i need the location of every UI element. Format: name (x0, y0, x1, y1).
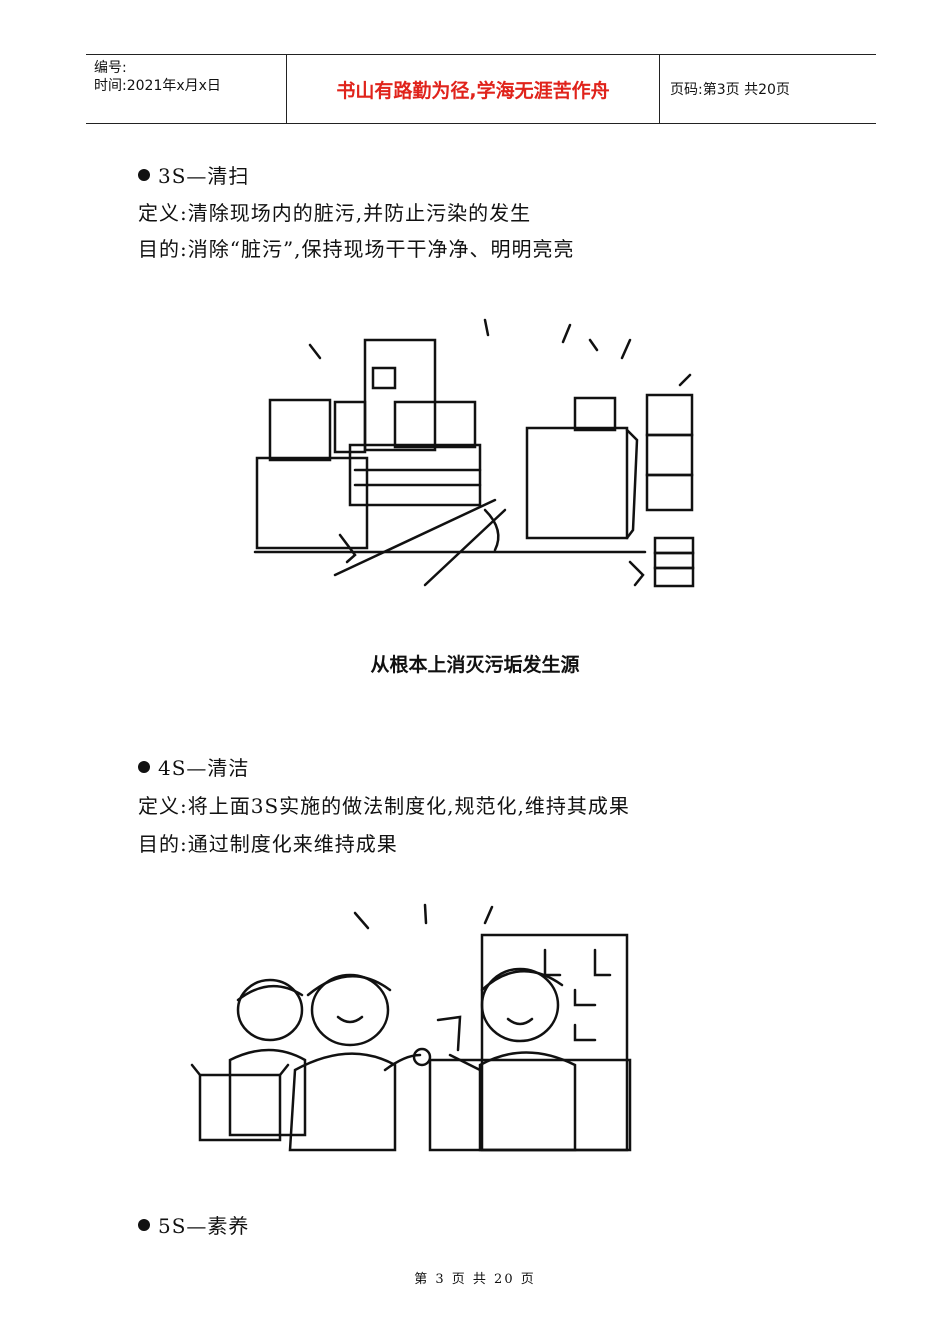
header-meta: 编号: 时间:2021年x月x日 (86, 55, 286, 123)
bullet-icon (138, 169, 150, 181)
section-3s-title-text: 3S—清扫 (158, 164, 250, 188)
document-number-label: 编号: (94, 60, 127, 76)
page-header: 编号: 时间:2021年x月x日 书山有路勤为径,学海无涯苦作舟 页码:第3页 … (86, 54, 876, 124)
section-4s-title: 4S—清洁 (138, 752, 249, 781)
section-5s-title: 5S—素养 (138, 1210, 249, 1239)
section-3s-purpose: 目的:消除“脏污”,保持现场干干净净、明明亮亮 (138, 237, 575, 261)
section-5s-title-text: 5S—素养 (158, 1214, 250, 1238)
section-4s-purpose: 目的:通过制度化来维持成果 (138, 832, 398, 856)
section-3s-title: 3S—清扫 (138, 160, 249, 189)
header-motto: 书山有路勤为径,学海无涯苦作舟 (286, 55, 660, 123)
bullet-icon (138, 761, 150, 773)
section-3s-caption: 从根本上消灭污垢发生源 (370, 654, 580, 676)
standardization-illustration (190, 903, 632, 1152)
cleaning-illustration (253, 318, 695, 588)
section-4s-title-text: 4S—清洁 (158, 756, 250, 780)
page-footer: 第 3 页 共 20 页 (414, 1272, 536, 1287)
document-time-label: 时间:2021年x月x日 (94, 78, 221, 94)
section-4s-definition: 定义:将上面3S实施的做法制度化,规范化,维持其成果 (138, 794, 630, 818)
header-page-info: 页码:第3页 共20页 (670, 82, 790, 98)
bullet-icon (138, 1219, 150, 1231)
section-3s-definition: 定义:清除现场内的脏污,并防止污染的发生 (138, 201, 532, 225)
